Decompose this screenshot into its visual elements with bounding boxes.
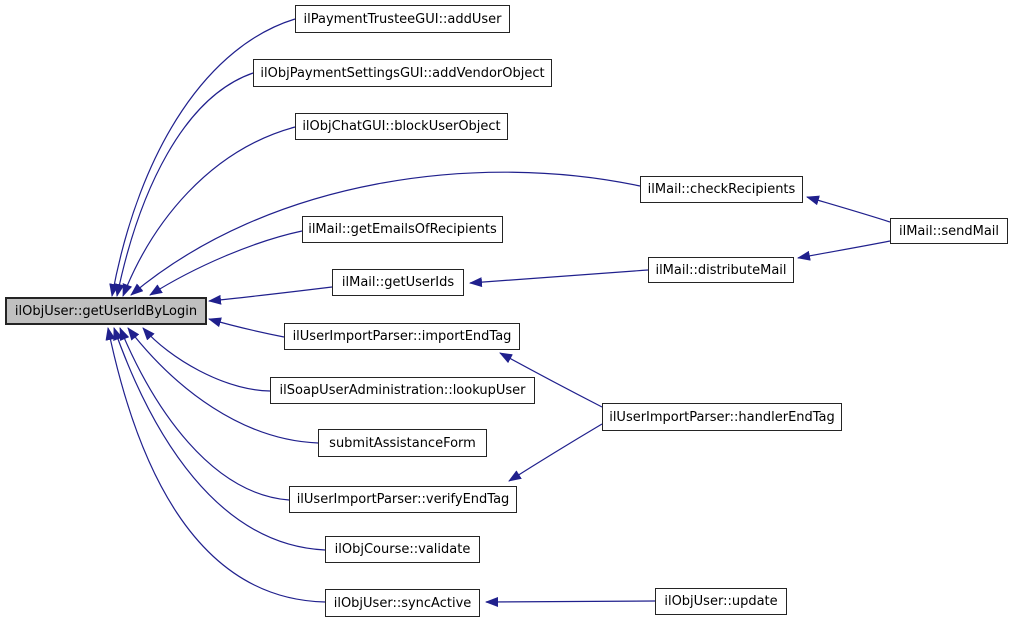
- edge-verifyEndTag-getUserIdByLogin: [119, 327, 290, 501]
- graph-node-blockUserObject[interactable]: ilObjChatGUI::blockUserObject: [295, 113, 508, 140]
- graph-node-sendMail[interactable]: ilMail::sendMail: [890, 218, 1008, 244]
- graph-node-syncActive[interactable]: ilObjUser::syncActive: [325, 589, 480, 617]
- edge-lookupUser-getUserIdByLogin: [142, 327, 271, 392]
- edge-sendMail-checkRecipients: [806, 195, 891, 223]
- edge-sendMail-distributeMail: [797, 240, 891, 261]
- graph-node-lookupUser[interactable]: ilSoapUserAdministration::lookupUser: [270, 377, 535, 404]
- graph-node-addUser[interactable]: ilPaymentTrusteeGUI::addUser: [295, 5, 510, 33]
- graph-node-getUserIds[interactable]: ilMail::getUserIds: [332, 269, 464, 296]
- edge-checkRecipients-getUserIdByLogin: [130, 171, 641, 296]
- graph-node-distributeMail[interactable]: ilMail::distributeMail: [648, 257, 794, 283]
- edge-handlerEndTag-importEndTag: [499, 352, 603, 408]
- edge-update-syncActive: [485, 596, 656, 607]
- edge-blockUserObject-getUserIdByLogin: [122, 126, 296, 297]
- graph-node-verifyEndTag[interactable]: ilUserImportParser::verifyEndTag: [289, 486, 517, 513]
- graph-node-getEmailsOfRecipients[interactable]: ilMail::getEmailsOfRecipients: [302, 216, 503, 243]
- graph-node-update[interactable]: ilObjUser::update: [655, 588, 787, 615]
- edge-submitAssistanceForm-getUserIdByLogin: [127, 327, 319, 444]
- edge-syncActive-getUserIdByLogin: [105, 327, 326, 603]
- edge-getEmailsOfRecipients-getUserIdByLogin: [149, 230, 303, 296]
- graph-node-importEndTag[interactable]: ilUserImportParser::importEndTag: [284, 323, 520, 350]
- graph-node-checkRecipients[interactable]: ilMail::checkRecipients: [640, 176, 803, 203]
- edge-addVendorObject-getUserIdByLogin: [114, 72, 254, 297]
- edge-getUserIds-getUserIdByLogin: [208, 286, 333, 305]
- edge-distributeMail-getUserIds: [469, 269, 649, 288]
- edge-addUser-getUserIdByLogin: [109, 18, 296, 297]
- graph-node-getUserIdByLogin[interactable]: ilObjUser::getUserIdByLogin: [5, 297, 207, 325]
- edge-handlerEndTag-verifyEndTag: [508, 423, 603, 482]
- graph-node-handlerEndTag[interactable]: ilUserImportParser::handlerEndTag: [602, 403, 842, 431]
- graph-node-validate[interactable]: ilObjCourse::validate: [325, 536, 480, 563]
- graph-node-submitAssistanceForm[interactable]: submitAssistanceForm: [318, 429, 487, 457]
- edge-importEndTag-getUserIdByLogin: [208, 317, 285, 338]
- graph-node-addVendorObject[interactable]: ilObjPaymentSettingsGUI::addVendorObject: [253, 59, 552, 87]
- edge-validate-getUserIdByLogin: [113, 327, 326, 551]
